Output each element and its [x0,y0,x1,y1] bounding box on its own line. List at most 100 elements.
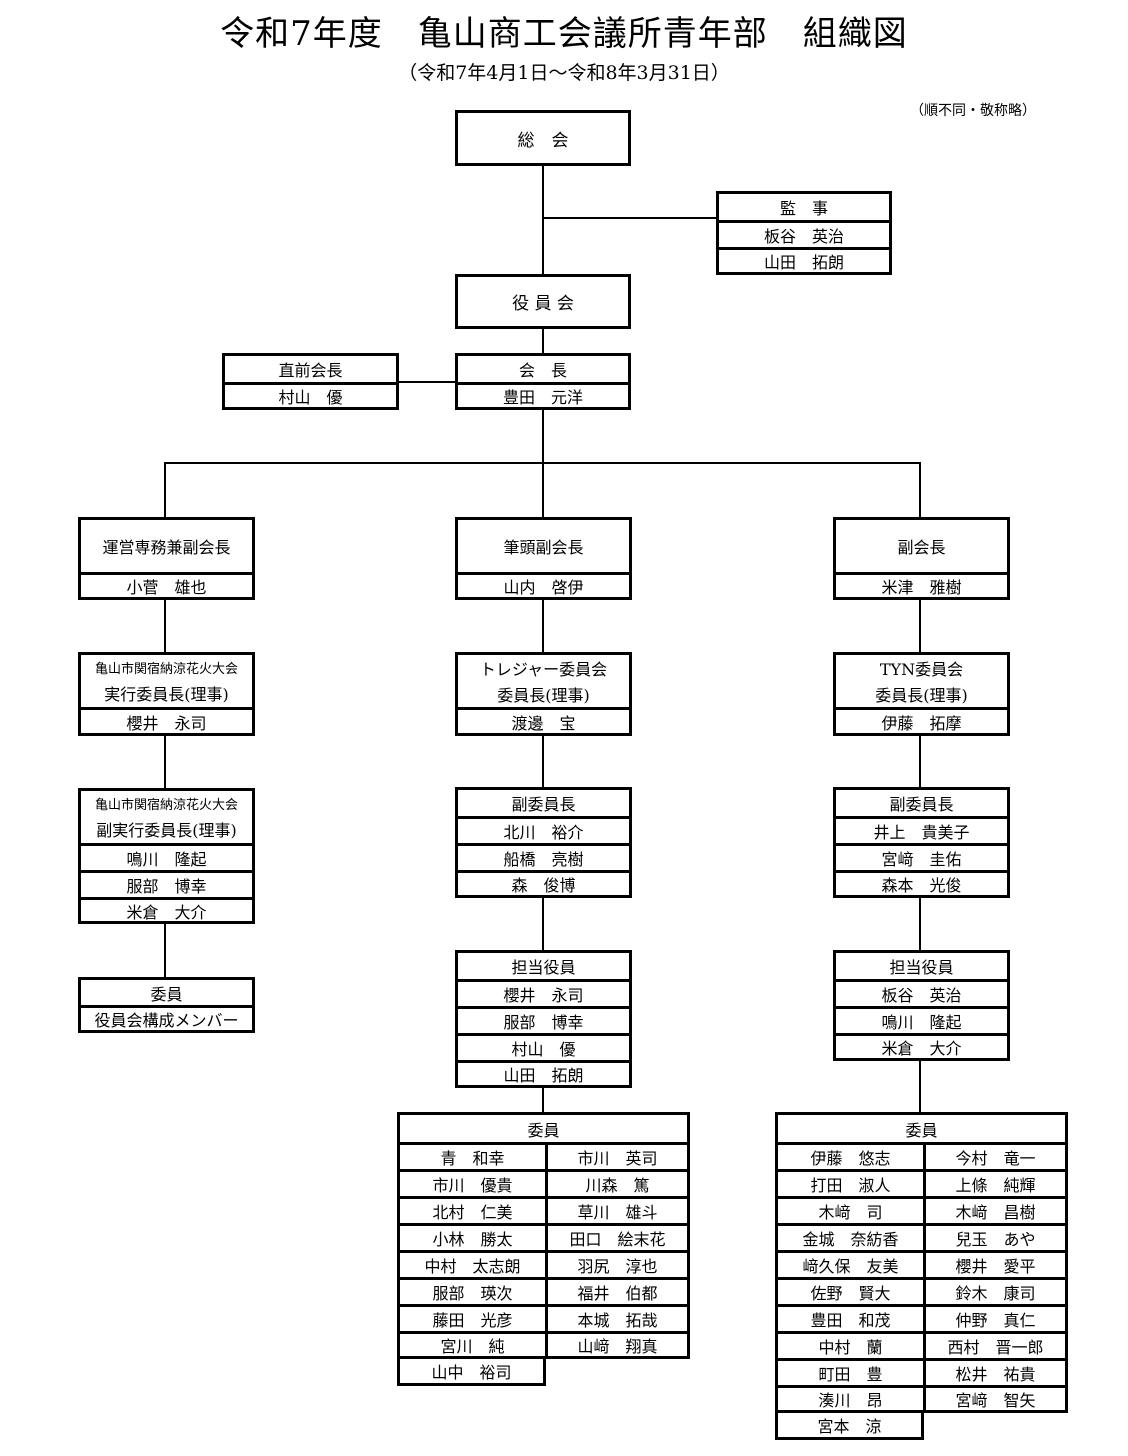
connector-line [919,1059,921,1113]
center-members-box: 委員 青 和幸 市川 英司 市川 優貴 川森 篤 北村 仁美 草川 雄斗 小林 … [397,1112,690,1359]
center-vice-member: 船橋 亮樹 [458,843,629,870]
general-meeting-box: 総 会 [455,110,631,166]
right-vice-title: 副委員長 [889,795,954,814]
right-committee-chair: 伊藤 拓摩 [836,707,1007,733]
left-committee-box: 亀山市関宿納涼花火大会 実行委員長(理事) 櫻井 永司 [78,652,255,736]
center-committee-chair: 渡邊 宝 [458,707,629,733]
left-vice-member: 服部 博幸 [81,870,252,897]
member-cell: 服部 瑛次 [400,1277,545,1304]
connector-line [542,896,544,952]
connector-line [919,598,921,653]
connector-line [164,598,166,653]
center-officers-box: 担当役員 櫻井 永司 服部 博幸 村山 優 山田 拓朗 [455,950,632,1088]
member-cell: 打田 淑人 [778,1169,923,1196]
left-members-value: 役員会構成メンバー [81,1005,252,1030]
right-officers-title: 担当役員 [889,958,954,977]
member-cell: 青 和幸 [400,1142,545,1169]
right-committee-box: TYN委員会 委員長(理事) 伊藤 拓摩 [833,652,1010,736]
right-committee-line2: 委員長(理事) [875,686,968,705]
connector-line [164,462,166,519]
connector-line [542,734,544,789]
right-members-title: 委員 [905,1120,938,1140]
left-vice-member: 米倉 大介 [81,897,252,922]
center-officer-name: 櫻井 永司 [458,979,629,1006]
connector-line [542,165,544,275]
left-vice-line2: 副実行委員長(理事) [96,821,237,840]
center-vp-box: 筆頭副会長 山内 啓伊 [455,517,632,600]
connector-line [542,1086,544,1113]
president-name: 豊田 元洋 [458,382,628,407]
left-vp-name: 小菅 雄也 [81,572,252,597]
connector-line [164,734,166,789]
member-cell: 松井 祐貴 [923,1358,1065,1385]
center-committee-box: トレジャー委員会 委員長(理事) 渡邊 宝 [455,652,632,736]
member-cell: 山中 裕司 [431,1363,512,1382]
left-members-box: 委員 役員会構成メンバー [78,977,255,1033]
general-meeting-label: 総 会 [517,130,569,151]
left-committee-chair: 櫻井 永司 [81,707,252,733]
center-members-title: 委員 [527,1120,560,1140]
connector-line [919,734,921,789]
center-vp-title: 筆頭副会長 [503,538,584,557]
member-cell: 佐野 賢大 [778,1277,923,1304]
connector-line [542,598,544,653]
center-officer-name: 山田 拓朗 [458,1060,629,1085]
left-committee-line1: 亀山市関宿納涼花火大会 [94,661,238,677]
center-members-grid: 青 和幸 市川 英司 市川 優貴 川森 篤 北村 仁美 草川 雄斗 小林 勝太 … [400,1142,687,1356]
member-cell: 中村 太志朗 [400,1250,545,1277]
right-members-extra-box: 宮本 涼 [775,1410,924,1440]
member-cell: 福井 伯都 [545,1277,687,1304]
member-cell: 町田 豊 [778,1358,923,1385]
center-vice-member: 北川 裕介 [458,816,629,843]
period-subtitle: （令和7年4月1日～令和8年3月31日） [398,62,730,84]
center-vice-title: 副委員長 [511,795,576,814]
member-cell: 藤田 光彦 [400,1304,545,1331]
member-cell: 豊田 和茂 [778,1304,923,1331]
member-cell: 小林 勝太 [400,1223,545,1250]
auditor-name: 山田 拓朗 [719,247,889,272]
center-vice-member: 森 俊博 [458,870,629,895]
connector-line [542,217,718,219]
member-cell: 中村 蘭 [778,1331,923,1358]
center-vice-box: 副委員長 北川 裕介 船橋 亮樹 森 俊博 [455,787,632,898]
member-cell: 今村 竜一 [923,1142,1065,1169]
connector-line [919,896,921,952]
member-cell: 市川 英司 [545,1142,687,1169]
left-vp-title: 運営専務兼副会長 [102,538,231,557]
connector-line [542,328,544,354]
past-president-name: 村山 優 [225,382,396,407]
order-note: （順不同・敬称略） [910,103,1036,119]
center-vp-name: 山内 啓伊 [458,572,629,597]
president-box: 会 長 豊田 元洋 [455,353,631,410]
member-cell: 伊藤 悠志 [778,1142,923,1169]
left-committee-line2: 実行委員長(理事) [104,685,229,704]
member-cell: 草川 雄斗 [545,1196,687,1223]
right-vp-box: 副会長 米津 雅樹 [833,517,1010,600]
member-cell: 羽尻 淳也 [545,1250,687,1277]
member-cell: 宮﨑 智矢 [923,1385,1065,1410]
member-cell: 仲野 真仁 [923,1304,1065,1331]
board-box: 役 員 会 [455,274,631,329]
left-vice-member: 鳴川 隆起 [81,843,252,870]
connector-line [164,922,166,978]
right-officer-name: 米倉 大介 [836,1033,1007,1058]
right-members-grid: 伊藤 悠志 今村 竜一 打田 淑人 上條 純輝 木﨑 司 木﨑 昌樹 金城 奈紡… [778,1142,1065,1410]
president-title: 会 長 [518,361,567,380]
page-title: 令和7年度 亀山商工会議所青年部 組織図 [220,14,908,54]
member-cell: 﨑久保 友美 [778,1250,923,1277]
center-officer-name: 服部 博幸 [458,1006,629,1033]
left-vice-box: 亀山市関宿納涼花火大会 副実行委員長(理事) 鳴川 隆起 服部 博幸 米倉 大介 [78,788,255,924]
left-vp-box: 運営専務兼副会長 小菅 雄也 [78,517,255,600]
member-cell: 鈴木 康司 [923,1277,1065,1304]
past-president-title: 直前会長 [278,361,343,380]
center-committee-line1: トレジャー委員会 [479,660,608,679]
auditors-title: 監 事 [779,199,828,218]
member-cell: 西村 晋一郎 [923,1331,1065,1358]
right-members-box: 委員 伊藤 悠志 今村 竜一 打田 淑人 上條 純輝 木﨑 司 木﨑 昌樹 金城… [775,1112,1068,1413]
connector-line [919,462,921,519]
right-vp-title: 副会長 [897,538,946,557]
member-cell: 兒玉 あや [923,1223,1065,1250]
right-committee-line1: TYN委員会 [879,660,964,679]
right-officer-name: 鳴川 隆起 [836,1006,1007,1033]
auditor-name: 板谷 英治 [719,220,889,247]
